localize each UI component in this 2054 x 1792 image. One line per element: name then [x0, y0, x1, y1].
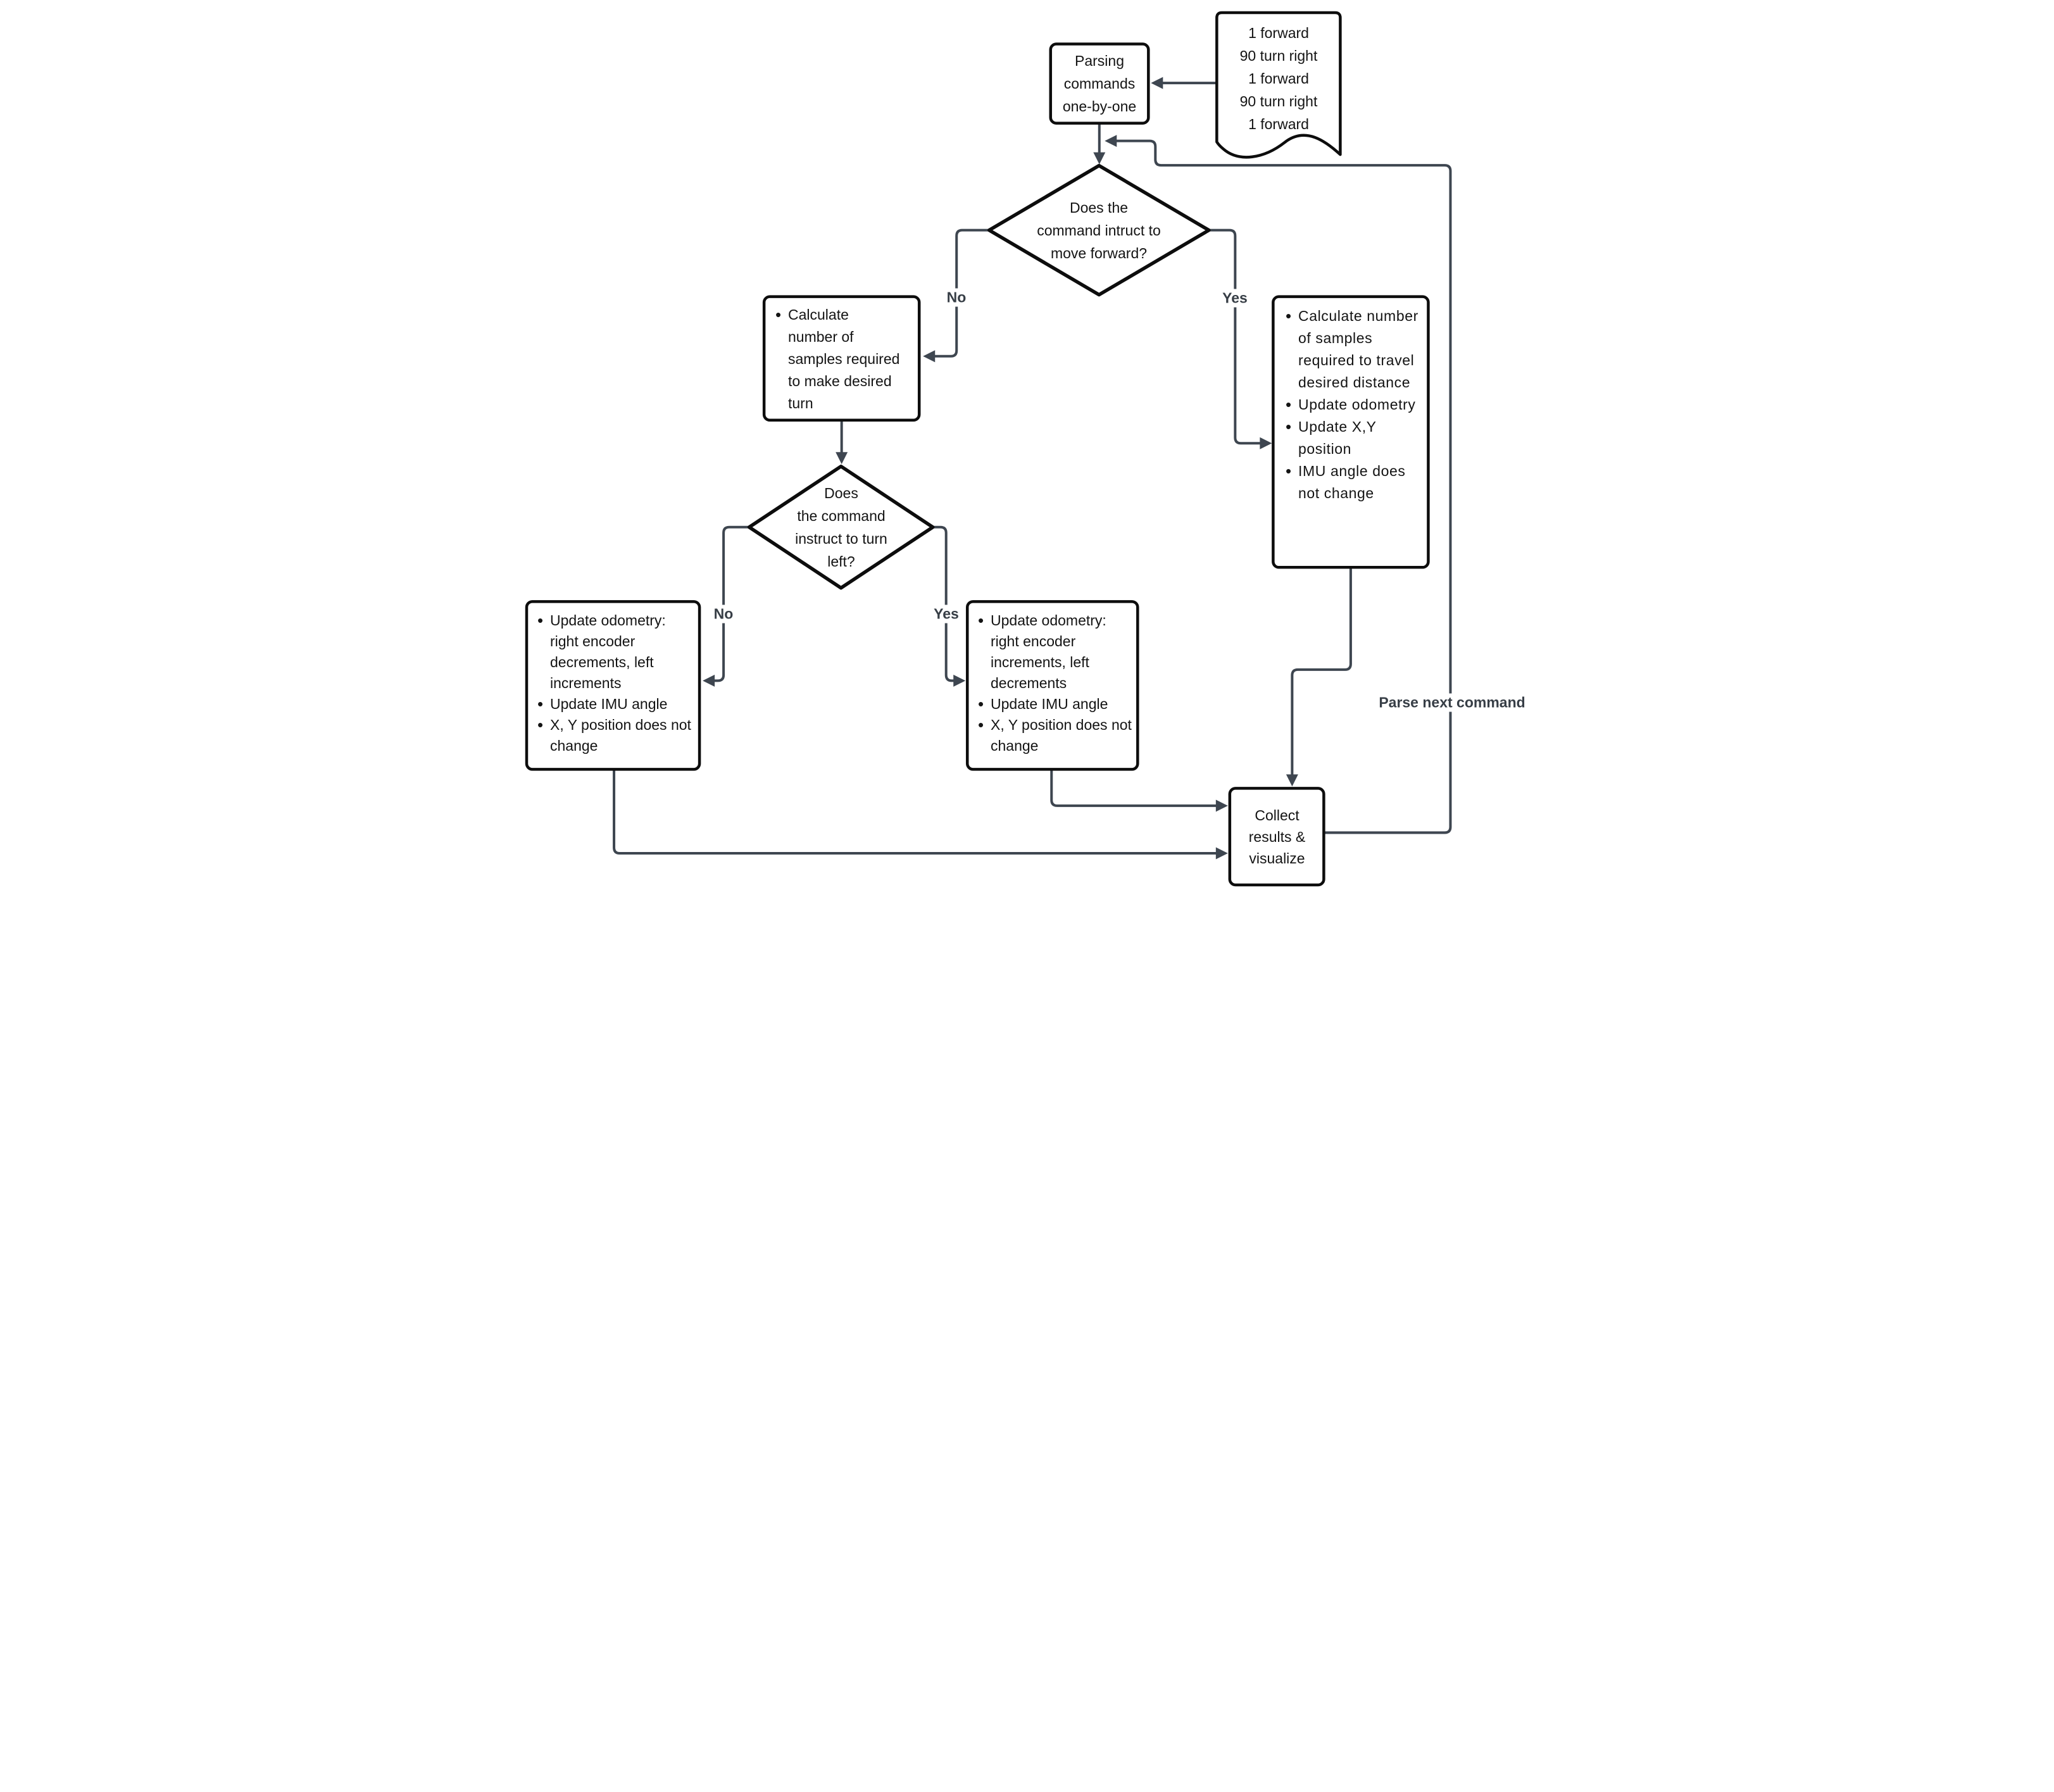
edge-tall-to-collect	[1291, 567, 1352, 782]
edge-forward-yes	[1208, 229, 1267, 445]
command-line: 90 turn right	[1239, 47, 1318, 64]
list-item: X, Y position does not change	[536, 715, 696, 756]
arrowhead-into-collect-left-lower	[1215, 847, 1228, 860]
decision-forward-diamond	[987, 163, 1211, 297]
arrowhead-into-bottommid	[953, 674, 966, 687]
collect-box-label: Collect results & visualize	[1248, 806, 1306, 867]
command-line: 1 forward	[1248, 70, 1309, 87]
arrowhead-into-collect-left-upper	[1215, 799, 1228, 812]
decision-turn-left-label: Does the command instruct to turn left?	[795, 485, 887, 570]
list-item: Update odometry: right encoder decrement…	[536, 610, 696, 694]
calc-forward-list: Calculate number of samples required to …	[1274, 298, 1427, 567]
command-line: 1 forward	[1248, 116, 1309, 132]
edge-label-forward-no: No	[942, 288, 971, 307]
arrowhead-into-collect-top	[1286, 774, 1298, 787]
arrowhead-into-calcturn	[923, 350, 936, 363]
list-item: Calculate number of samples required to …	[1284, 305, 1421, 394]
edge-bottommid-to-collect	[1050, 769, 1223, 807]
turn-left-list: Update odometry: right encoder increment…	[969, 603, 1137, 768]
arrowhead-into-decision1	[1093, 152, 1106, 165]
edge-bottomleft-to-collect	[613, 769, 1223, 855]
list-item: Update odometry: right encoder increment…	[977, 610, 1134, 694]
command-list-text: 1 forward 90 turn right 1 forward 90 tur…	[1217, 15, 1340, 142]
decision-turn-left-diamond	[747, 465, 935, 590]
edge-parse-next-loop	[1110, 139, 1452, 834]
parsing-box-label: Parsing commands one-by-one	[1062, 53, 1137, 115]
list-item: Update odometry	[1284, 394, 1421, 416]
document-shape	[1215, 11, 1342, 159]
edge-label-left-yes: Yes	[929, 605, 963, 623]
decision-forward-label: Does the command intruct to move forward…	[1037, 199, 1161, 261]
calc-turn-list: Calculate number of samples required to …	[765, 298, 917, 419]
flowchart-canvas: 1 forward 90 turn right 1 forward 90 tur…	[513, 0, 1541, 896]
edge-label-left-no: No	[709, 605, 738, 623]
arrowhead-into-bottomleft	[703, 674, 715, 687]
parsing-box	[1049, 42, 1150, 125]
list-item: Update X,Y position	[1284, 416, 1421, 460]
list-item: Calculate number of samples required to …	[774, 304, 902, 415]
list-item: X, Y position does not change	[977, 715, 1134, 756]
arrowhead-into-calcforward	[1260, 437, 1272, 449]
edge-label-forward-yes: Yes	[1218, 289, 1252, 308]
list-item: Update IMU angle	[536, 694, 696, 715]
arrowhead-into-parsing	[1151, 77, 1163, 89]
command-line: 1 forward	[1248, 25, 1309, 41]
list-item: IMU angle does not change	[1284, 460, 1421, 504]
arrowhead-into-decision2	[836, 452, 848, 465]
arrowhead-loop-merge	[1105, 135, 1117, 147]
edge-label-parse-next: Parse next command	[1374, 693, 1530, 712]
turn-right-list: Update odometry: right encoder decrement…	[529, 603, 699, 768]
edge-left-yes	[932, 525, 961, 682]
edge-left-no	[708, 525, 749, 682]
command-line: 90 turn right	[1239, 93, 1318, 110]
list-item: Update IMU angle	[977, 694, 1134, 715]
collect-box	[1228, 787, 1325, 887]
